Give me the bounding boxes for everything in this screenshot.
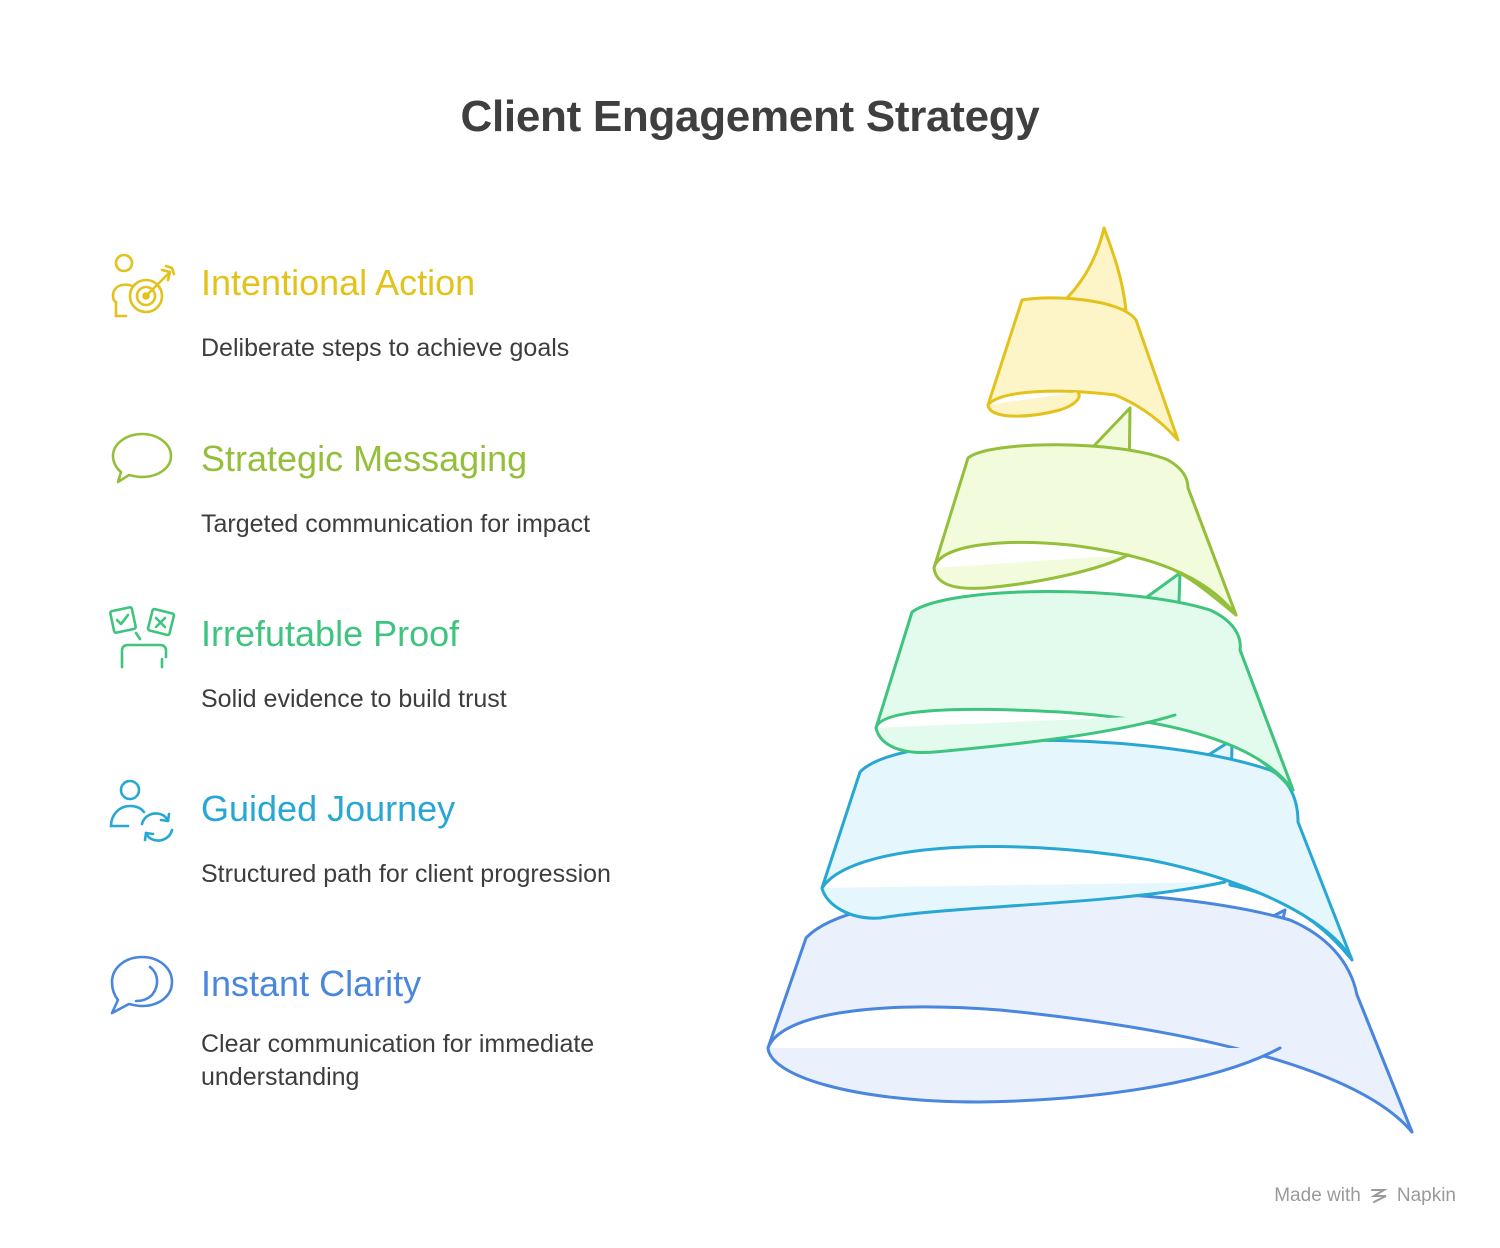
item-description: Clear communication for immediate unders… [201, 1030, 595, 1091]
item-description: Structured path for client progression [201, 860, 611, 888]
item-description: Targeted communication for impact [201, 510, 591, 538]
item-heading: Intentional Action [201, 262, 476, 303]
item-heading: Instant Clarity [201, 963, 422, 1004]
person-target-icon [106, 252, 178, 324]
spiral-band-lime [932, 406, 1238, 617]
clarity-bubble-icon [106, 953, 178, 1025]
item-heading: Strategic Messaging [201, 438, 528, 479]
item-heading: Irrefutable Proof [201, 613, 460, 654]
item-description: Solid evidence to build trust [201, 685, 507, 713]
spiral-band-yellow [986, 226, 1180, 442]
napkin-logo-icon [1370, 1189, 1388, 1203]
spiral-band-green [874, 571, 1295, 792]
speech-bubble-icon [106, 428, 178, 500]
spiral-band-lightblue [820, 738, 1354, 962]
page-title: Client Engagement Strategy [460, 92, 1040, 141]
item-heading: Guided Journey [201, 788, 456, 829]
person-cycle-icon [106, 778, 178, 850]
item-description: Deliberate steps to achieve goals [201, 334, 570, 362]
spiral-band-blue [766, 890, 1414, 1134]
evidence-cards-icon [106, 603, 178, 675]
spiral-cone-graphic [740, 210, 1440, 1150]
napkin-attribution[interactable]: Made with Napkin [1274, 1185, 1456, 1207]
napkin-brand-label: Napkin [1396, 1185, 1456, 1206]
made-with-label: Made with [1274, 1185, 1361, 1206]
